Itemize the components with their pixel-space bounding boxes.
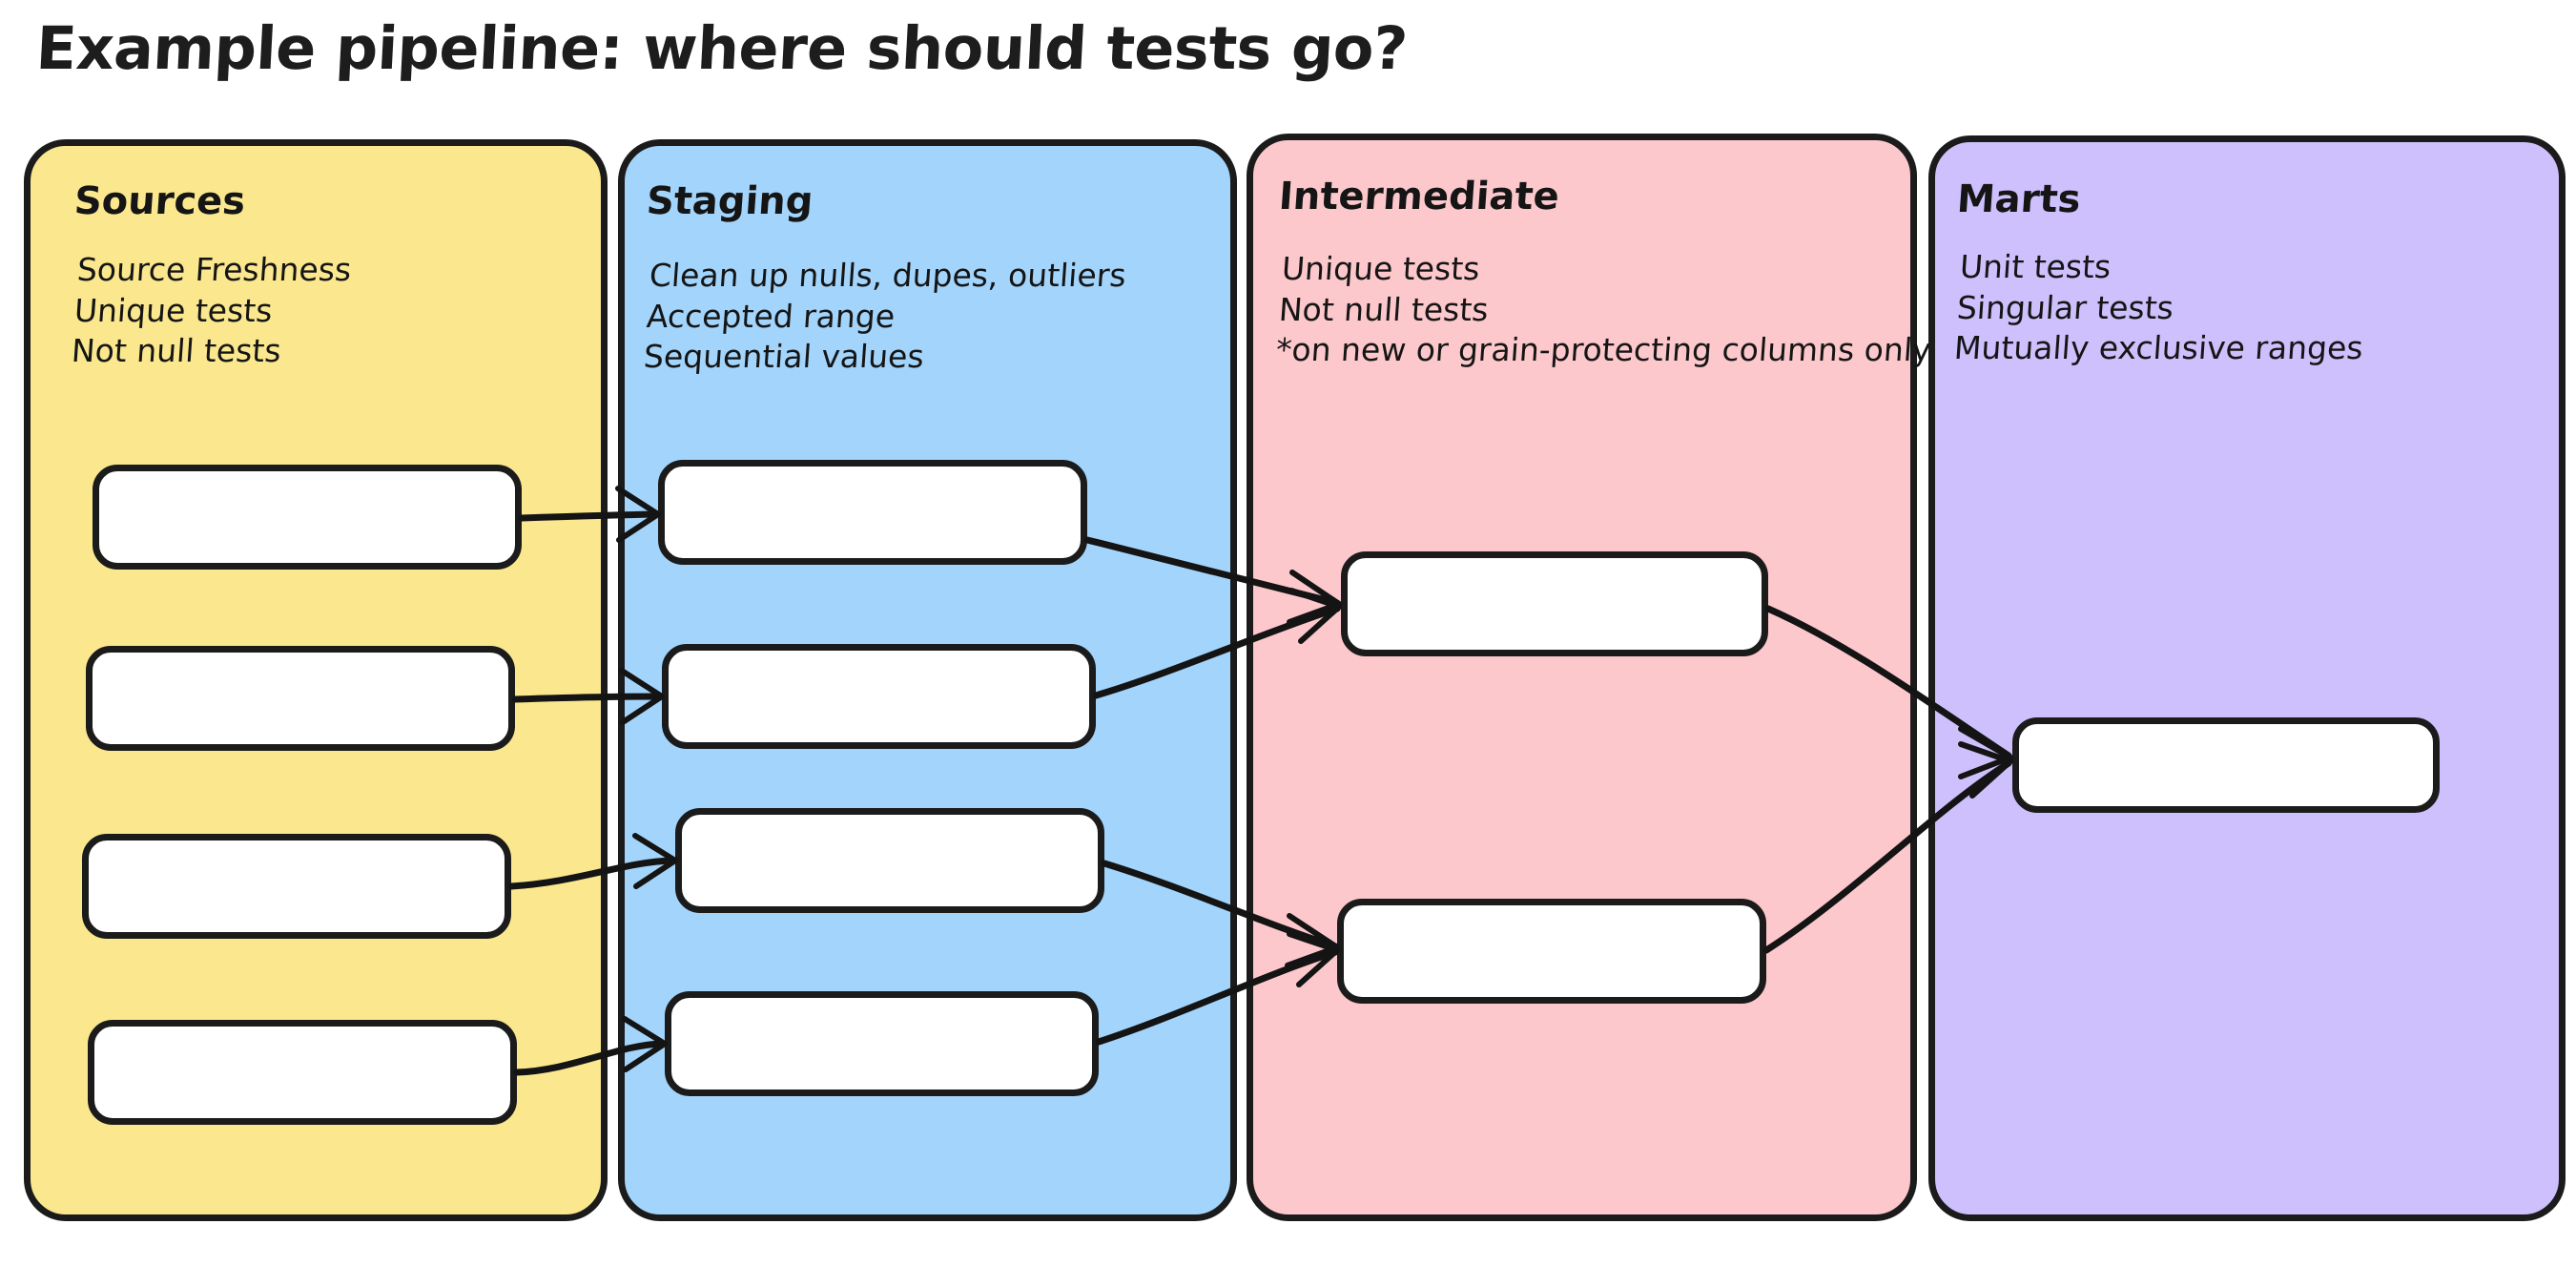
panel-sources-line-2: Unique tests (72, 291, 274, 329)
panel-sources-line-1: Source Freshness (75, 251, 353, 288)
panel-sources-line-3: Not null tests (70, 332, 282, 370)
panel-staging-line-1: Clean up nulls, dupes, outliers (648, 257, 1127, 294)
staging-node-3[interactable] (675, 808, 1104, 913)
panel-marts[interactable] (1928, 135, 2566, 1221)
panel-staging-line-2: Accepted range (645, 297, 896, 335)
panel-staging-heading: Staging (645, 179, 814, 223)
panel-marts-lines: Unit tests Singular tests Mutually exclu… (1953, 247, 2370, 369)
staging-node-4[interactable] (665, 991, 1099, 1096)
panel-sources-heading: Sources (72, 179, 247, 223)
sources-node-2[interactable] (86, 646, 515, 751)
panel-staging-line-3: Sequential values (642, 338, 926, 376)
marts-node-1[interactable] (2012, 717, 2440, 813)
panel-intermediate-line-2: Not null tests (1277, 290, 1490, 328)
panel-staging-lines: Clean up nulls, dupes, outliers Accepted… (643, 256, 1127, 378)
page-title: Example pipeline: where should tests go? (34, 13, 1410, 83)
panel-intermediate-heading: Intermediate (1277, 175, 1561, 218)
panel-intermediate-line-3: *on new or grain-protecting columns only (1274, 331, 1933, 369)
panel-intermediate-lines: Unique tests Not null tests *on new or g… (1275, 249, 1938, 371)
sources-node-4[interactable] (88, 1020, 517, 1125)
intermediate-node-2[interactable] (1337, 899, 1766, 1004)
panel-intermediate-line-1: Unique tests (1280, 250, 1481, 287)
staging-node-2[interactable] (662, 644, 1096, 749)
panel-sources-lines: Source Freshness Unique tests Not null t… (71, 250, 353, 372)
panel-marts-line-3: Mutually exclusive ranges (1952, 329, 2365, 367)
panel-marts-heading: Marts (1955, 177, 2083, 221)
intermediate-node-1[interactable] (1341, 551, 1768, 656)
sources-node-3[interactable] (82, 834, 511, 939)
panel-marts-line-2: Singular tests (1955, 288, 2175, 326)
sources-node-1[interactable] (93, 465, 522, 570)
panel-marts-line-1: Unit tests (1958, 248, 2112, 285)
staging-node-1[interactable] (658, 460, 1087, 565)
